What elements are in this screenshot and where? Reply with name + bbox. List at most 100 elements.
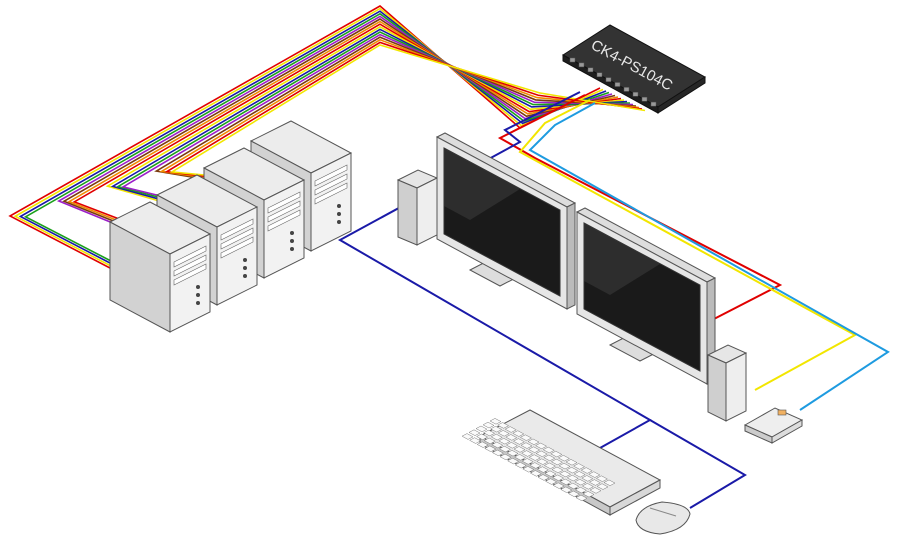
keyboard-key	[497, 430, 510, 437]
keyboard-key	[559, 470, 572, 478]
keyboard-key	[522, 466, 535, 473]
tower-button	[243, 266, 247, 270]
keyboard-key	[550, 458, 563, 466]
audio-cable	[518, 99, 858, 391]
tower-button	[290, 247, 294, 251]
tower-button	[337, 212, 341, 216]
drive-bay	[220, 218, 254, 241]
keyboard-key	[535, 442, 548, 450]
keyboard-key	[574, 486, 587, 494]
computer-tower-1	[108, 201, 212, 333]
kvm-port	[632, 92, 639, 97]
screen-glare	[584, 223, 660, 295]
keyboard-key	[603, 479, 616, 486]
keyboard-key	[529, 470, 542, 477]
left-speaker	[396, 169, 439, 246]
drive-bay	[267, 209, 301, 232]
keyboard-key	[507, 457, 520, 465]
kvm-port	[614, 82, 621, 87]
keyboard-key	[519, 434, 532, 441]
kvm-port	[605, 77, 612, 82]
keyboard-key	[461, 433, 474, 440]
keyboard-key	[559, 478, 572, 486]
keyboard-key	[543, 454, 556, 462]
right-speaker	[706, 344, 748, 422]
usb-device	[743, 407, 804, 444]
tower-button	[196, 301, 200, 305]
keyboard-key	[520, 442, 533, 449]
keyboard-key	[537, 474, 550, 481]
drive-bay	[220, 227, 254, 250]
monitor-1	[435, 132, 577, 310]
keyboard-key	[521, 450, 534, 457]
keyboard-key	[505, 442, 518, 449]
screen-glare	[444, 148, 520, 220]
keyboard-key	[558, 462, 571, 470]
keyboard-key	[497, 422, 510, 429]
keyboard-key	[529, 462, 542, 469]
kvm-port	[587, 67, 594, 73]
tower-button	[196, 285, 200, 289]
drive-bay	[173, 245, 207, 268]
keyboard-key	[596, 483, 609, 490]
keyboard-key	[476, 441, 489, 448]
keyboard	[461, 409, 662, 516]
keyboard-key	[498, 445, 511, 453]
keyboard-key	[589, 487, 602, 494]
monitor-side	[566, 202, 576, 310]
usb-cable	[528, 102, 890, 411]
keyboard-key	[567, 490, 580, 498]
drive-bay	[267, 191, 301, 214]
monitor-2	[575, 207, 717, 385]
tower-button	[290, 239, 294, 243]
keyboard-key	[536, 466, 549, 473]
keyboard-key	[512, 438, 525, 445]
keyboard-key	[512, 430, 525, 437]
kvm-port	[569, 57, 576, 63]
keyboard-key	[528, 454, 541, 461]
keyboard-key	[557, 455, 570, 462]
bundle-cable	[164, 41, 643, 183]
keyboard-key	[491, 441, 504, 449]
drive-bay	[173, 263, 207, 286]
keyboard-key	[582, 491, 595, 498]
keyboard-key	[528, 446, 541, 453]
keyboard-key	[595, 475, 608, 482]
keyboard-key	[573, 463, 586, 470]
keyboard-key	[514, 462, 527, 469]
keyboard-key	[567, 482, 580, 490]
keyboard-key	[483, 429, 496, 437]
keyboard-key	[550, 450, 563, 458]
keyboard-key	[468, 429, 481, 436]
mouse-cable	[649, 419, 747, 509]
keyboard-key	[505, 434, 518, 441]
tower-button	[290, 231, 294, 235]
keyboard-key	[552, 474, 565, 481]
keyboard-key	[580, 467, 593, 474]
keyboard-key	[498, 438, 511, 445]
drive-bay	[173, 254, 207, 277]
keyboard-key	[581, 475, 594, 482]
keyboard-key	[521, 458, 534, 465]
keyboard-key	[560, 486, 573, 493]
drive-bay	[314, 182, 348, 205]
keyboard-key	[575, 494, 588, 502]
keyboard-key	[588, 471, 601, 478]
tower-button	[243, 274, 247, 278]
keyboard-key	[588, 479, 601, 486]
kvm-port	[596, 72, 603, 77]
tower-button	[337, 220, 341, 224]
keyboard-key	[552, 482, 565, 489]
mouse	[635, 501, 691, 535]
bundle-cable	[159, 38, 640, 186]
kvm-port	[641, 96, 648, 102]
keyboard-key	[543, 462, 556, 469]
tower-button	[337, 204, 341, 208]
keyboard-key	[490, 433, 503, 441]
keyboard-key	[513, 446, 526, 453]
keyboard-key	[565, 459, 578, 466]
bundle-cable	[169, 44, 646, 181]
keyboard-key	[566, 467, 579, 474]
keyboard-key	[574, 479, 587, 486]
